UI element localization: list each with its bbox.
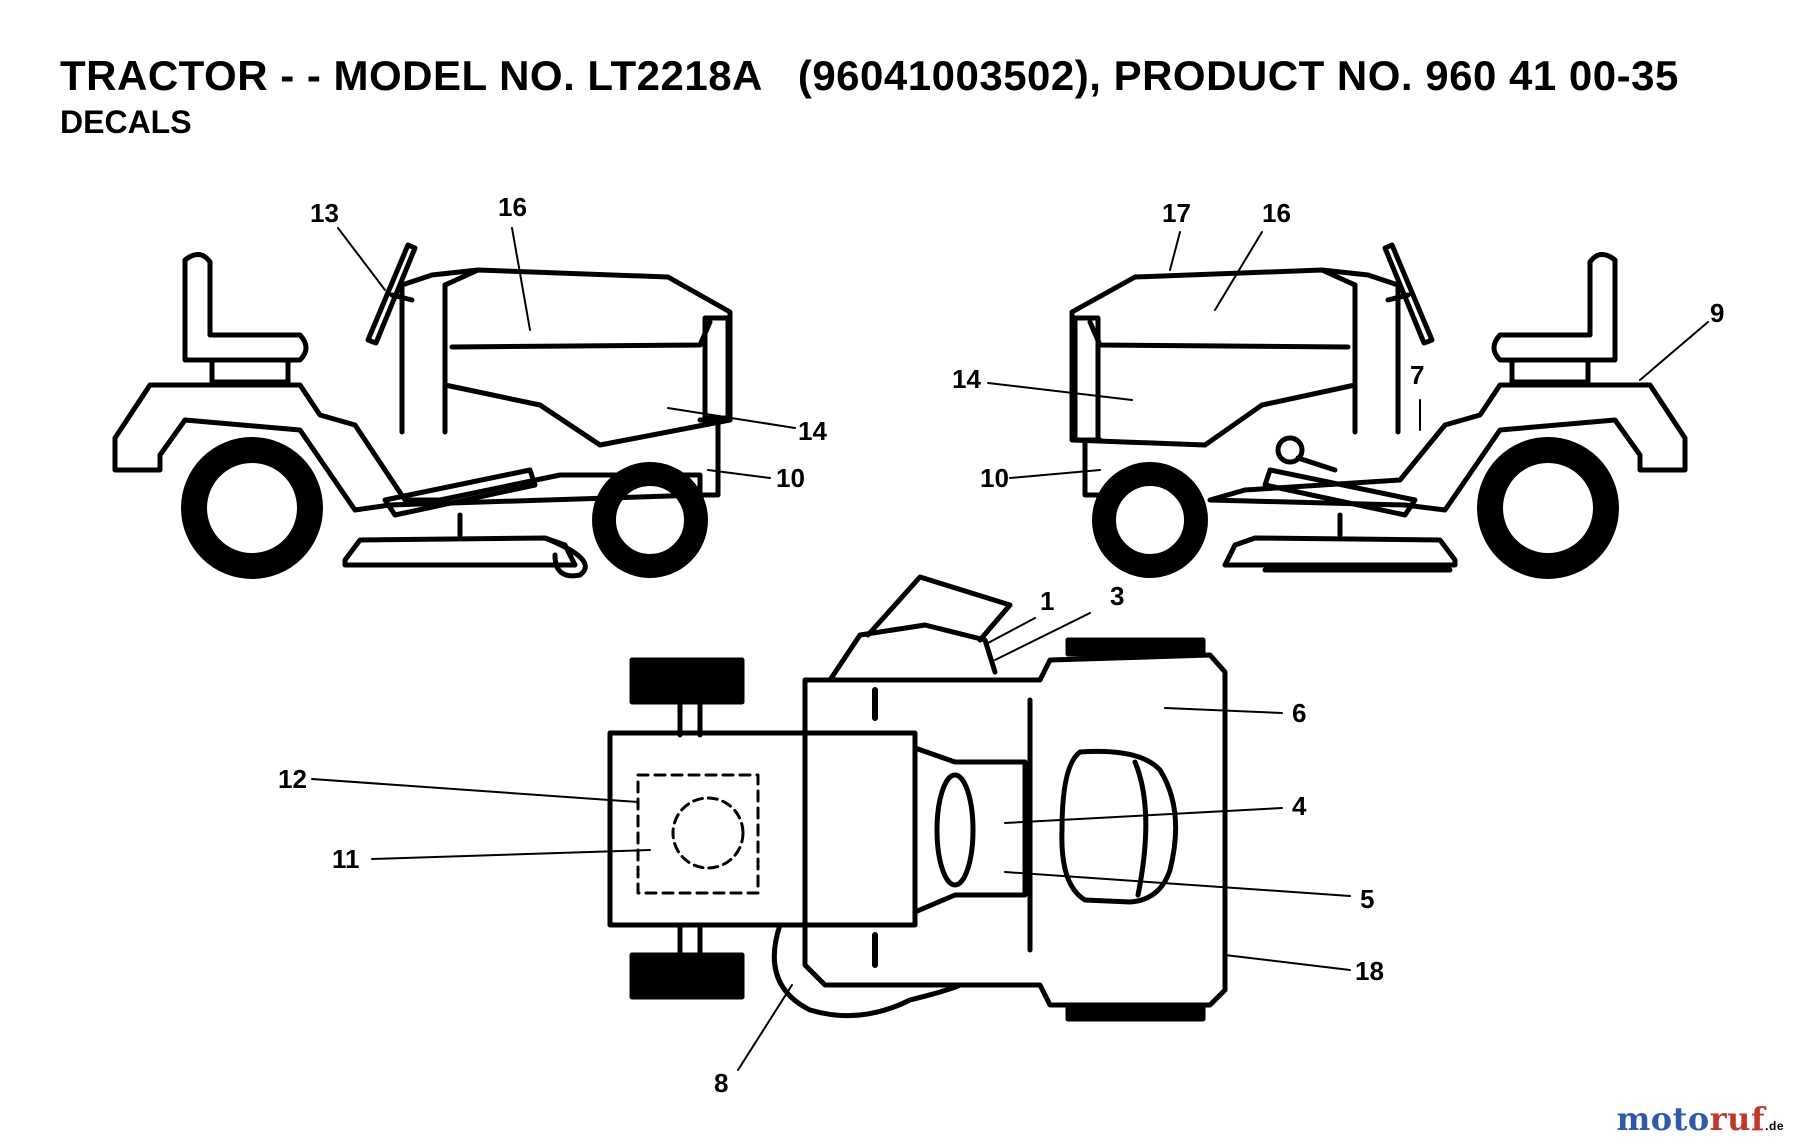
callout-14-right: 14 xyxy=(952,364,981,394)
callout-8: 8 xyxy=(714,1068,728,1098)
tractor-left-side-view xyxy=(112,227,796,579)
page-subtitle: DECALS xyxy=(60,104,192,140)
callout-16-right: 16 xyxy=(1262,198,1291,228)
callout-14-left: 14 xyxy=(798,416,827,446)
callout-10-right: 10 xyxy=(980,463,1009,493)
callout-5: 5 xyxy=(1360,884,1374,914)
page-title: TRACTOR - - MODEL NO. LT2218A (960410035… xyxy=(60,52,1679,99)
watermark-brand-a: moto xyxy=(1616,1100,1710,1138)
callout-18: 18 xyxy=(1355,956,1384,986)
callout-17-right: 17 xyxy=(1162,198,1191,228)
watermark-logo: motoruf.de xyxy=(1616,1100,1784,1138)
callout-3: 3 xyxy=(1110,581,1124,611)
callout-1: 1 xyxy=(1040,586,1054,616)
callout-11: 11 xyxy=(332,844,360,874)
watermark-brand-b: ruf xyxy=(1709,1100,1766,1138)
callout-7-right: 7 xyxy=(1410,360,1424,390)
callout-6: 6 xyxy=(1292,698,1306,728)
watermark-tld: .de xyxy=(1765,1119,1784,1133)
callout-9-right: 9 xyxy=(1710,298,1724,328)
callout-10-left: 10 xyxy=(776,463,805,493)
callout-13-left: 13 xyxy=(310,198,339,228)
tractor-right-side-view xyxy=(987,231,1709,579)
callout-16-left: 16 xyxy=(498,192,527,222)
callout-4: 4 xyxy=(1292,791,1307,821)
callout-12: 12 xyxy=(278,764,307,794)
tractor-top-view xyxy=(311,574,1351,1071)
